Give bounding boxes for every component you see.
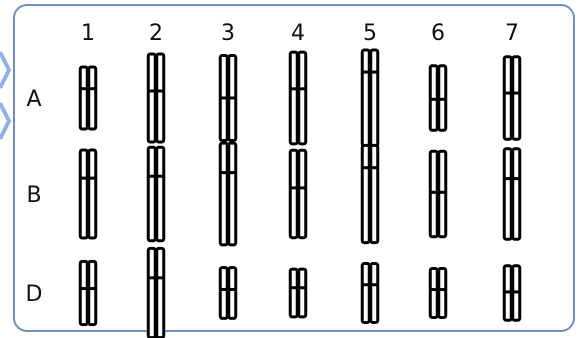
chromatid xyxy=(148,147,155,241)
chromosome-pair-A2 xyxy=(148,54,164,142)
chromatid xyxy=(80,261,87,324)
column-label-1: 1 xyxy=(81,21,95,46)
chromosome-pair-D6 xyxy=(430,269,446,318)
chromosome-pair-A1 xyxy=(80,67,96,129)
chromosome-pair-A7 xyxy=(504,57,520,139)
chromatid xyxy=(371,50,378,146)
chromosome-pair-D3 xyxy=(220,268,236,319)
chromatid xyxy=(80,150,87,238)
chromatid xyxy=(362,264,369,323)
chromatid xyxy=(220,143,227,245)
row-label-D: D xyxy=(26,282,43,307)
column-label-4: 4 xyxy=(291,21,305,46)
chromosome-pair-B2 xyxy=(148,147,164,241)
chromosome-pair-B1 xyxy=(80,150,96,238)
row-labels: A B D xyxy=(26,87,43,307)
chromatid xyxy=(157,147,164,241)
chromatid xyxy=(157,54,164,142)
chromosome-pair-D4 xyxy=(290,269,306,317)
row-label-B: B xyxy=(26,183,41,208)
chromosome-pair-A5 xyxy=(362,50,378,146)
chromatid xyxy=(89,150,96,238)
chromosome-pair-B3 xyxy=(220,143,236,245)
chromatid xyxy=(504,149,511,240)
chromatid xyxy=(290,269,297,317)
chromatid xyxy=(439,151,446,237)
chromatid xyxy=(299,52,306,144)
chromatid xyxy=(290,52,297,144)
row-label-A: A xyxy=(26,87,41,112)
chromosome-pair-D7 xyxy=(504,266,520,321)
chromatid xyxy=(229,143,236,245)
chromatid xyxy=(80,67,87,129)
chromatid xyxy=(362,50,369,146)
chromosome-pair-D1 xyxy=(80,261,96,324)
chromosome-pair-D2 xyxy=(148,248,164,337)
chromosome-pair-D5 xyxy=(362,264,378,323)
chromatid xyxy=(157,248,164,337)
chromatid xyxy=(220,268,227,319)
chromatid xyxy=(89,261,96,324)
chromosome-pair-B7 xyxy=(504,149,520,240)
chromatid xyxy=(299,269,306,317)
chromatid xyxy=(148,54,155,142)
chromatid xyxy=(504,57,511,139)
chromosome-pair-B4 xyxy=(290,150,306,237)
chromatid xyxy=(371,145,378,242)
chromatid xyxy=(89,67,96,129)
chromosome-pairs xyxy=(80,50,520,338)
chromatid xyxy=(290,150,297,237)
chromosome-pair-B5 xyxy=(362,145,378,242)
column-labels: 1 2 3 4 5 6 7 xyxy=(81,21,519,46)
chromosome-pair-B6 xyxy=(430,151,446,237)
column-label-6: 6 xyxy=(431,21,445,46)
chromosome-pair-A3 xyxy=(220,56,236,141)
column-label-7: 7 xyxy=(505,21,519,46)
chromatid xyxy=(430,269,437,318)
chromatid xyxy=(439,269,446,318)
chromatid xyxy=(430,151,437,237)
chromatid xyxy=(513,57,520,139)
chromatid xyxy=(148,248,155,337)
chromosome-pair-A6 xyxy=(430,66,446,130)
chromosome-pair-A4 xyxy=(290,52,306,144)
column-label-3: 3 xyxy=(221,21,235,46)
column-label-5: 5 xyxy=(363,21,377,46)
column-label-2: 2 xyxy=(149,21,163,46)
chromatid xyxy=(513,149,520,240)
chromatid xyxy=(229,268,236,319)
chromatid xyxy=(371,264,378,323)
chromatid xyxy=(299,150,306,237)
chromatid xyxy=(362,145,369,242)
